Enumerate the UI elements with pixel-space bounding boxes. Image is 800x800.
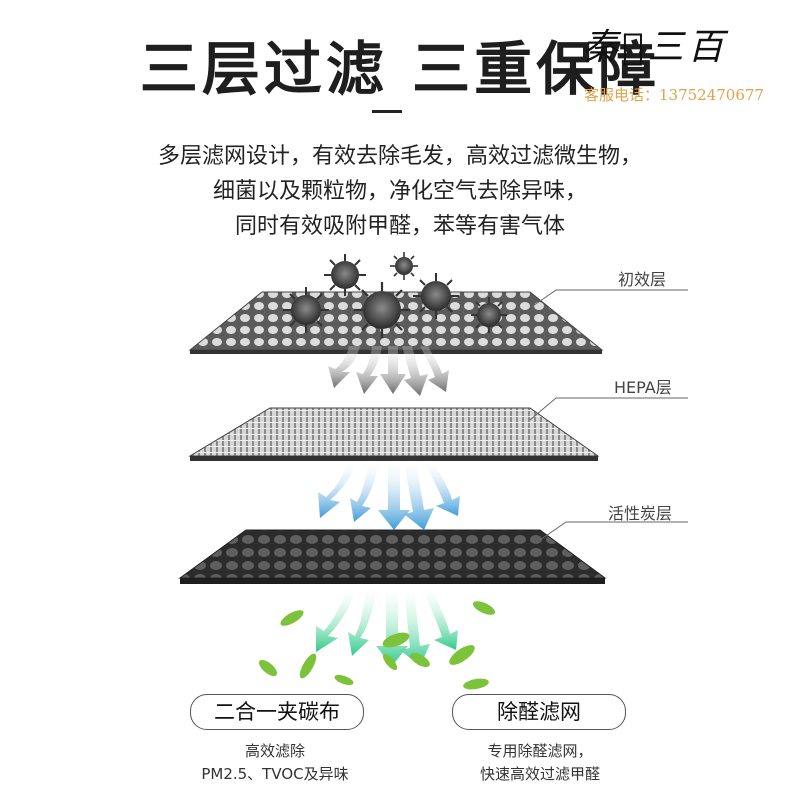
feature-desc-carbon-cloth-line-1: 高效滤除 — [244, 742, 305, 760]
feature-desc-carbon-cloth-line-2: PM2.5、TVOC及异味 — [201, 765, 349, 783]
feature-desc-formaldehyde-line-2: 快速高效过滤甲醛 — [479, 765, 600, 783]
title-divider — [372, 110, 402, 113]
layer-label-carbon: 活性炭层 — [608, 504, 673, 523]
carbon-filter-layer — [178, 529, 607, 584]
feature-desc-formaldehyde-filter: 专用除醛滤网， 快速高效过滤甲醛 — [420, 740, 660, 786]
service-phone-watermark: 客服电话：13752470677 — [584, 86, 764, 104]
description-line-3: 同时有效吸附甲醛，苯等有害气体 — [234, 214, 565, 239]
hepa-filter-layer — [188, 407, 600, 461]
green-airflow-arrows — [316, 588, 458, 666]
layer-label-hepa: HEPA层 — [614, 378, 672, 397]
blue-airflow-arrows — [318, 462, 460, 530]
leaf-icons — [258, 601, 496, 690]
virus-icons — [283, 252, 507, 338]
feature-desc-carbon-cloth: 高效滤除 PM2.5、TVOC及异味 — [160, 740, 390, 786]
feature-pill-carbon-cloth: 二合一夹碳布 — [190, 694, 364, 730]
gray-airflow-arrows — [328, 346, 449, 396]
feature-desc-formaldehyde-line-1: 专用除醛滤网， — [487, 742, 593, 760]
description-line-2: 细菌以及颗粒物，净化空气去除异味， — [212, 179, 587, 204]
page-title: 三层过滤 三重保障 — [139, 35, 661, 103]
layer-label-primary: 初效层 — [618, 270, 667, 289]
label-leader-lines — [529, 289, 688, 541]
feature-pill-formaldehyde-filter: 除醛滤网 — [452, 694, 626, 730]
brand-watermark: 秦𣗥三百 — [582, 27, 728, 68]
description-line-1: 多层滤网设计，有效去除毛发，高效过滤微生物， — [157, 144, 642, 169]
